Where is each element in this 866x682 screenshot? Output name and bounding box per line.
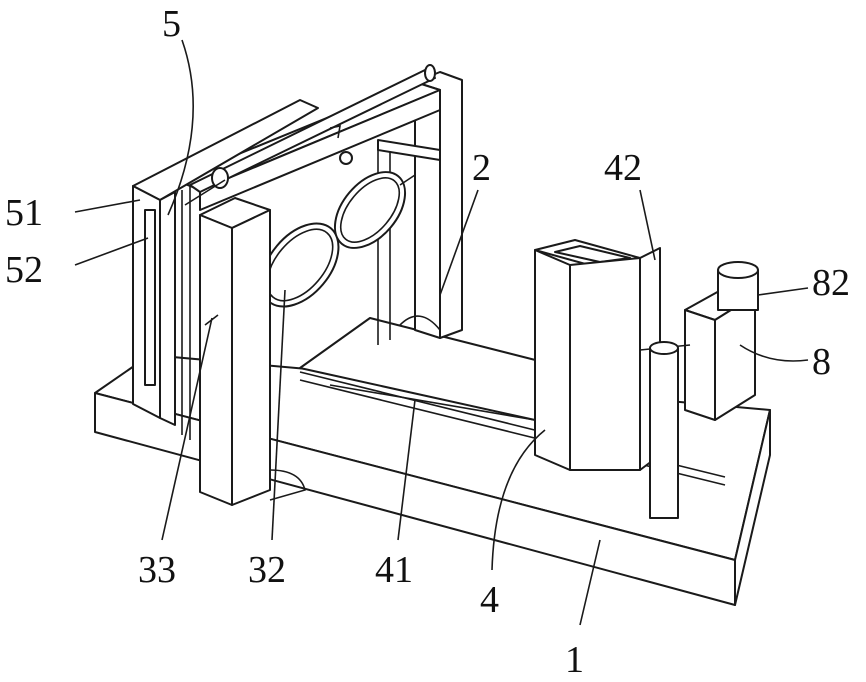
top-beam [174,64,441,211]
label-2: 2 [472,147,491,189]
front-post [199,197,306,506]
label-41: 41 [375,549,413,591]
label-33: 33 [138,549,176,591]
clamp-assembly [639,261,759,519]
label-42: 42 [604,147,642,189]
label-52: 52 [5,249,43,291]
label-4: 4 [480,579,499,621]
side-panel [132,99,319,440]
feed-block [534,239,661,471]
label-82: 82 [812,262,850,304]
label-32: 32 [248,549,286,591]
label-1: 1 [565,639,584,681]
label-5: 5 [162,3,181,45]
label-8: 8 [812,341,831,383]
eyeglasses [260,171,416,308]
label-51: 51 [5,192,43,234]
leader-lines [74,39,809,626]
